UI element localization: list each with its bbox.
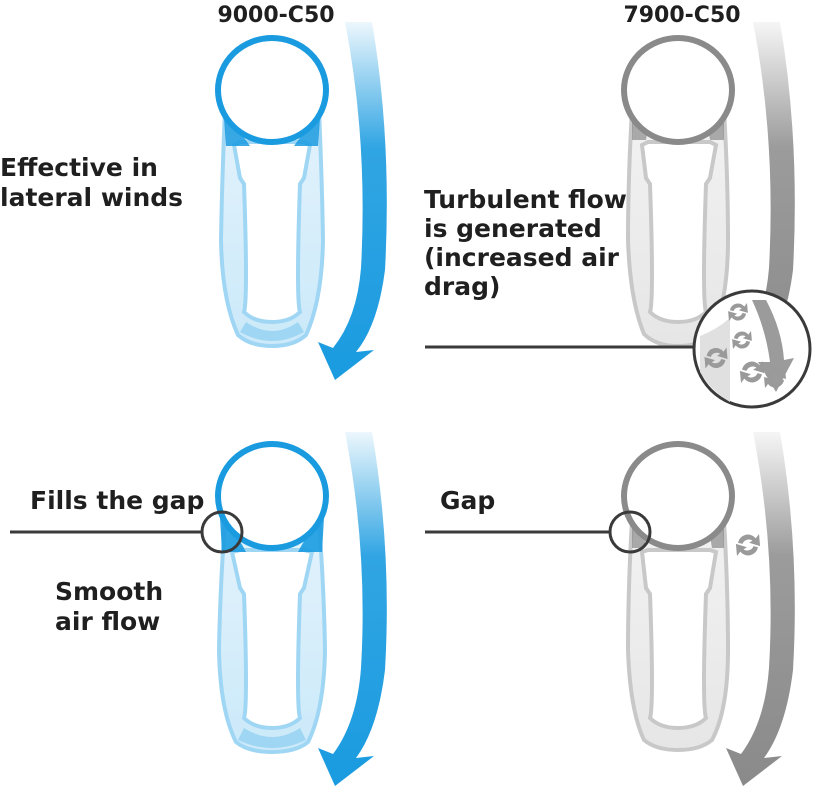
caption-turbulent-2: is generated	[424, 214, 602, 243]
caption-effective-1: Effective in	[0, 153, 158, 182]
callout-circle-fills-gap	[200, 510, 244, 554]
callout-circle-gap	[608, 510, 652, 554]
panel-7900-top: 7900-C50 Turbulent flow is generated (in…	[424, 3, 812, 409]
caption-smooth-2: air flow	[55, 607, 160, 636]
rim-cavity-9000	[231, 140, 313, 325]
wind-arrow-icon	[318, 432, 387, 786]
panel-9000-top: 9000-C50 Effective in lateral winds	[0, 3, 387, 380]
tire-9000	[215, 35, 329, 145]
callout-fills-gap: Fills the gap	[30, 486, 204, 515]
tire-9000-bottom	[215, 441, 329, 551]
caption-effective-2: lateral winds	[0, 183, 183, 212]
rim-cavity-7900	[639, 140, 719, 325]
panel-7900-bottom: Gap	[425, 432, 795, 786]
turbulence-swirl-icon	[735, 534, 761, 556]
tire-7900	[621, 35, 735, 145]
callout-gap: Gap	[440, 486, 495, 515]
tire-7900-bottom	[621, 441, 735, 551]
rim-tip-9000	[240, 322, 304, 341]
caption-smooth-1: Smooth	[55, 577, 163, 606]
model-title-9000: 9000-C50	[217, 3, 334, 28]
wind-arrow-icon	[726, 432, 795, 786]
model-title-7900: 7900-C50	[623, 3, 740, 28]
panel-9000-bottom: Fills the gap Smooth air flow	[10, 432, 387, 786]
caption-turbulent-1: Turbulent flow	[424, 185, 627, 214]
caption-turbulent-4: drag)	[424, 272, 500, 301]
wind-arrow-icon	[318, 22, 387, 380]
caption-turbulent-3: (increased air	[424, 243, 620, 272]
